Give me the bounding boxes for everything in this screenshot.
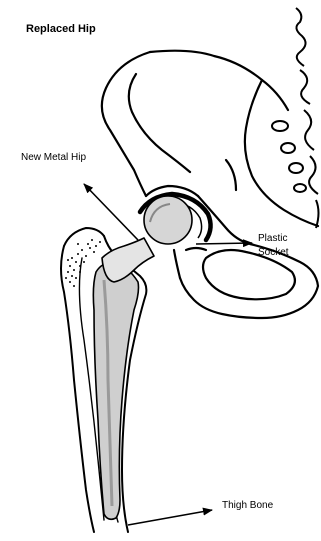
new-metal-hip-label: New Metal Hip xyxy=(21,152,86,164)
thigh-bone-label: Thigh Bone xyxy=(222,500,273,512)
spine xyxy=(272,8,319,228)
thigh-bone-arrow xyxy=(128,510,212,525)
new-metal-hip-arrow xyxy=(84,184,138,240)
plastic-socket-label-line1: Plastic xyxy=(258,233,287,245)
plastic-socket-label-line2: Socket xyxy=(258,247,289,259)
plastic-socket-arrow xyxy=(196,243,252,244)
diagram-title: Replaced Hip xyxy=(26,23,96,36)
